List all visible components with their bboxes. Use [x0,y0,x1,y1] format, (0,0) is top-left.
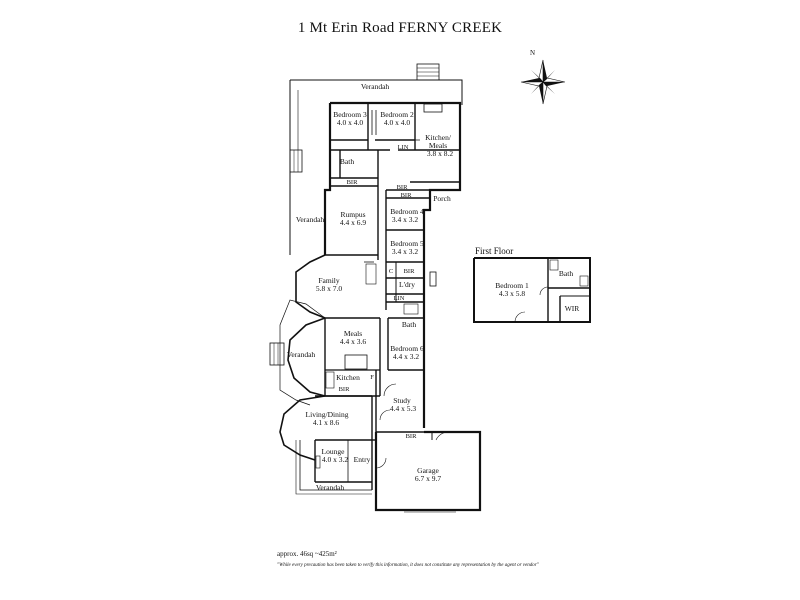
entry-label: Entry [354,455,371,464]
lounge-size: 4.0 x 3.2 [322,455,349,464]
first-floor-label: First Floor [475,246,513,256]
bir-1-label: BIR [347,179,359,186]
kitchen-meals-size: 3.8 x 8.2 [427,149,454,158]
linen-top-label: LIN [398,144,409,151]
study-label: Study [393,396,411,405]
family-size: 5.8 x 7.0 [316,284,343,293]
bedroom1-size: 4.3 x 5.8 [499,289,526,298]
cupboard-label: C [389,268,393,275]
laundry-label: L'dry [399,280,415,289]
bedroom5-label: Bedroom 5 [390,239,424,248]
compass-rose-icon [520,59,566,105]
bedroom1-label: Bedroom 1 [495,281,529,290]
meals-label: Meals [344,329,362,338]
bir-4-label: BIR [404,268,416,275]
first-floor-bath-label: Bath [559,269,573,278]
living-dining-label: Living/Dining [306,410,349,419]
garage-size: 6.7 x 9.7 [415,474,442,483]
bedroom2-label: Bedroom 2 [380,110,414,119]
first-floor-plan [473,257,591,323]
bedroom6-size: 4.4 x 3.2 [393,352,420,361]
bedroom2-size: 4.0 x 4.0 [384,118,411,127]
fridge-label: F [370,374,374,381]
verandah-outline [290,79,463,105]
verandah-left-label: Verandah [296,215,325,224]
rumpus-label: Rumpus [340,210,365,219]
bedroom4-label: Bedroom 4 [390,207,424,216]
bath-top-label: Bath [340,157,354,166]
kitchen-label: Kitchen [336,373,360,382]
area-note: approx. 46sq ~425m² [277,550,337,558]
north-label: N [530,49,536,57]
bir-3-label: BIR [401,192,413,199]
family-bay-window [295,254,326,319]
living-dining-size: 4.1 x 8.6 [313,418,340,427]
disclaimer-note: "While every precaution has been taken t… [277,563,539,568]
bir-2-label: BIR [397,184,409,191]
living-bay-window [279,395,326,461]
garage-label: Garage [417,466,439,475]
family-label: Family [318,276,340,285]
meals-size: 4.4 x 3.6 [340,337,367,346]
kitchen-meals-label-2: Meals [429,141,447,150]
linen-mid-label: LIN [394,295,405,302]
bedroom4-size: 3.4 x 3.2 [392,215,419,224]
meals-bay-window [287,317,326,397]
kitchen-meals-label: Kitchen/ [425,133,452,142]
bath-mid-label: Bath [402,320,416,329]
wir-label: WIR [565,304,580,313]
bedroom6-label: Bedroom 6 [390,344,424,353]
verandah-top-label: Verandah [361,82,390,91]
bedroom5-size: 3.4 x 3.2 [392,247,419,256]
lounge-label: Lounge [322,447,346,456]
verandah-mid-label: Verandah [287,350,316,359]
bedroom3-size: 4.0 x 4.0 [337,118,364,127]
garage-walls [374,430,482,512]
study-size: 4.4 x 5.3 [390,404,417,413]
bir-6-label: BIR [406,433,418,440]
bedroom3-label: Bedroom 3 [333,110,367,119]
verandah-bottom-label: Verandah [316,483,345,492]
plan-title: 1 Mt Erin Road FERNY CREEK [297,20,503,36]
bir-5-label: BIR [339,386,351,393]
rumpus-size: 4.4 x 6.9 [340,218,367,227]
porch-label: Porch [433,194,451,203]
